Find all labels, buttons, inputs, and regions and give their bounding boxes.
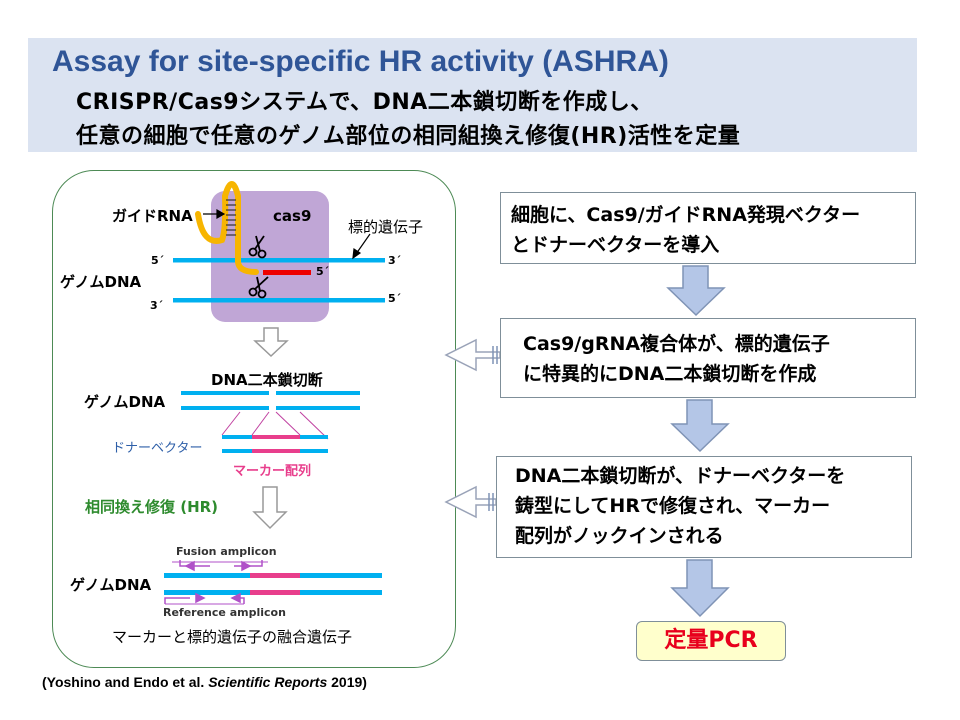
donor-marker-bottom <box>252 449 300 453</box>
donor-left-arm <box>222 435 252 439</box>
fused-bottom-left <box>164 590 250 595</box>
diagram-panel <box>52 170 456 668</box>
cut-strand <box>263 270 311 275</box>
marker-seq-label: マーカー配列 <box>233 464 312 479</box>
three-prime-label-1: 3´ <box>388 254 402 267</box>
target-gene-pointer <box>355 233 371 255</box>
citation-year: 2019) <box>331 674 367 690</box>
genome-dna-label-1: ゲノムDNA <box>60 273 142 291</box>
header-banner <box>28 38 917 152</box>
flow-step-1: 細胞に、Cas9/ガイドRNA発現ベクター とドナーベクターを導入 <box>500 192 916 264</box>
scissors-icon-bottom <box>248 276 269 299</box>
donor-right-arm-lower <box>300 449 328 453</box>
cas9-label: cas9 <box>273 207 312 225</box>
flow-arrow-down-3 <box>670 559 730 618</box>
subtitle-line-2: 任意の細胞で任意のゲノム部位の相同組換え修復(HR)活性を定量 <box>76 124 741 149</box>
fused-top-left <box>164 573 250 578</box>
reference-primer-forward <box>164 597 190 604</box>
fused-top-right <box>300 573 382 578</box>
genome-dna-label-3: ゲノムDNA <box>70 576 152 594</box>
fused-bottom-right <box>300 590 382 595</box>
citation-journal: Scientific Reports <box>208 674 328 690</box>
target-gene-pointer-head <box>352 247 362 260</box>
dsb-strand-bottom-left <box>181 406 269 410</box>
genome-dna-bottom-strand <box>173 298 385 303</box>
step-3-line-1: DNA二本鎖切断が、ドナーベクターを <box>515 465 846 487</box>
citation: (Yoshino and Endo et al. Scientific Repo… <box>42 674 367 690</box>
flow-arrow-down-2 <box>670 399 730 453</box>
step-2-line-2: に特異的にDNA二本鎖切断を作成 <box>523 363 817 385</box>
step-1-line-2: とドナーベクターを導入 <box>511 234 720 256</box>
target-gene-label: 標的遺伝子 <box>348 218 424 236</box>
donor-marker-top <box>252 435 300 439</box>
scissors-icon-top <box>248 235 267 259</box>
down-arrow-small-2 <box>252 486 288 530</box>
dsb-label: DNA二本鎖切断 <box>211 371 323 389</box>
dsb-strand-top-right <box>276 391 360 395</box>
genome-dna-top-strand <box>173 258 385 263</box>
step-2-line-1: Cas9/gRNA複合体が、標的遺伝子 <box>523 333 830 355</box>
step-1-line-1: 細胞に、Cas9/ガイドRNA発現ベクター <box>511 204 861 226</box>
five-prime-label-2: 5´ <box>388 292 402 305</box>
flow-arrow-left-1 <box>444 338 501 372</box>
fusion-primer-reverse-head <box>241 560 252 572</box>
fused-top-marker <box>250 573 300 578</box>
donor-right-arm <box>300 435 328 439</box>
fusion-gene-label: マーカーと標的遺伝子の融合遺伝子 <box>112 628 353 646</box>
subtitle-line-1: CRISPR/Cas9システムで、DNA二本鎖切断を作成し、 <box>76 90 653 115</box>
citation-authors: (Yoshino and Endo et al. <box>42 674 205 690</box>
step-3-line-2: 鋳型にしてHRで修復され、マーカー <box>515 495 831 517</box>
rna-dna-pairing <box>226 199 236 236</box>
guide-rna-label: ガイドRNA <box>112 207 193 225</box>
hr-label: 相同換え修復 (HR) <box>85 498 219 516</box>
fusion-amplicon-label: Fusion amplicon <box>176 545 277 558</box>
qpcr-result-box: 定量PCR <box>636 621 786 661</box>
genome-dna-label-2: ゲノムDNA <box>84 393 166 411</box>
donor-vector-label: ドナーベクター <box>112 441 203 456</box>
down-arrow-small-1 <box>253 327 289 358</box>
reference-primer-reverse-head <box>230 592 241 604</box>
page-title: Assay for site-specific HR activity (ASH… <box>52 45 669 78</box>
reference-primer-forward-head <box>195 592 206 604</box>
dsb-strand-bottom-right <box>276 406 360 410</box>
guide-rna <box>195 181 259 275</box>
fusion-primer-forward-head <box>184 560 195 572</box>
fused-bottom-marker <box>250 590 300 595</box>
step-3-line-3: 配列がノックインされる <box>515 525 724 547</box>
guide-rna-pointer-head <box>216 208 226 220</box>
five-prime-label-1: 5´ <box>151 254 165 267</box>
reference-amplicon-label: Reference amplicon <box>163 606 286 619</box>
five-prime-label-cut: 5´ <box>316 265 330 278</box>
three-prime-label-2: 3´ <box>150 299 164 312</box>
homology-lines <box>221 411 329 440</box>
fusion-primer-forward <box>179 560 210 567</box>
flow-step-2: Cas9/gRNA複合体が、標的遺伝子 に特異的にDNA二本鎖切断を作成 <box>500 318 916 398</box>
flow-arrow-down-1 <box>666 265 726 317</box>
dsb-strand-top-left <box>181 391 269 395</box>
donor-left-arm-lower <box>222 449 252 453</box>
flow-step-3: DNA二本鎖切断が、ドナーベクターを 鋳型にしてHRで修復され、マーカー 配列が… <box>496 456 912 558</box>
